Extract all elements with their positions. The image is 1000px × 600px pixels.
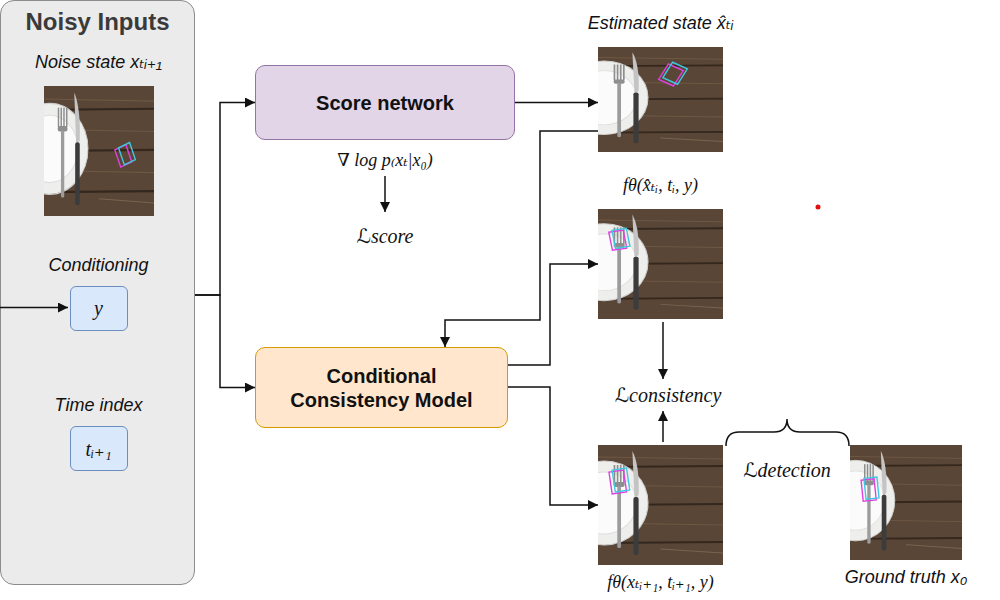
bounding-box <box>864 477 879 499</box>
photo-illustration <box>598 445 723 565</box>
photo-frame <box>598 445 723 565</box>
gradient-label: ∇ log p₍xₜ|x₀) <box>337 149 433 171</box>
input-arrow <box>0 307 68 309</box>
input-value-box: tᵢ₊₁ <box>70 426 128 471</box>
photo-frame <box>850 445 962 560</box>
photo-illustration <box>44 86 154 216</box>
input-caption: Conditioning <box>48 254 148 276</box>
curly-brace <box>726 419 849 446</box>
loss-label-text: ℒscore <box>357 225 414 247</box>
photo-image <box>598 209 723 319</box>
loss-label: ℒconsistency <box>615 383 722 407</box>
input-value: tᵢ₊₁ <box>85 437 111 461</box>
connector-arrow <box>508 264 598 365</box>
input-value-box: y <box>70 286 128 331</box>
image-caption: Noise state xₜᵢ₊₁ <box>35 49 162 75</box>
photo-illustration <box>850 445 962 560</box>
input-box: Conditioning y <box>1 254 196 331</box>
photo-frame <box>598 47 723 152</box>
photo-illustration <box>598 209 723 319</box>
loss-label-text: ℒconsistency <box>615 384 722 406</box>
photo-illustration <box>598 47 723 152</box>
process-box: Conditional Consistency Model <box>255 347 508 428</box>
photo-image <box>44 86 154 216</box>
image-caption: Estimated state x̂ₜᵢ <box>588 10 734 36</box>
input-value: y <box>94 297 103 320</box>
image-caption: Ground truth x₀ <box>845 566 968 588</box>
connector-arrow <box>445 131 598 347</box>
loss-label: ℒdetection <box>743 458 831 482</box>
gradient-label-text: ∇ log p₍xₜ|x₀) <box>337 150 433 170</box>
input-box: Time index tᵢ₊₁ <box>1 394 196 471</box>
process-box: Score network <box>255 65 515 140</box>
connector-arrow <box>508 387 598 505</box>
photo-image <box>598 445 723 565</box>
red-dot <box>816 205 821 210</box>
loss-arrow <box>662 411 664 442</box>
photo-frame <box>44 86 154 216</box>
bounding-box <box>118 143 135 165</box>
image-caption: fθ(x̂ₜᵢ, tᵢ, y) <box>623 172 698 198</box>
photo-image <box>598 47 723 152</box>
image-node: Noise state xₜᵢ₊₁ <box>1 49 196 216</box>
connector-arrow <box>515 102 598 104</box>
image-node: fθ(x̂ₜᵢ, tᵢ, y) <box>598 172 723 319</box>
bounding-box <box>659 64 683 86</box>
bounding-box <box>663 62 687 84</box>
box-label: Score network <box>316 91 454 115</box>
photo-frame <box>598 209 723 319</box>
image-caption: fθ(xₜᵢ₊₁, tᵢ₊₁, y) <box>607 571 713 593</box>
box-label: Conditional Consistency Model <box>268 364 495 412</box>
panel-title: Noisy Inputs <box>1 1 194 36</box>
image-node: Ground truth x₀ <box>850 445 962 588</box>
bounding-box <box>612 228 630 248</box>
input-caption: Time index <box>55 394 143 416</box>
connector-arrow <box>195 103 255 296</box>
photo-image <box>850 445 962 560</box>
image-node: Estimated state x̂ₜᵢ <box>598 10 723 152</box>
loss-arrow <box>384 176 386 212</box>
input-panel: Noise state xₜᵢ₊₁ Conditioning yTime index… <box>0 0 195 585</box>
loss-label: ℒscore <box>357 224 414 248</box>
loss-label-text: ℒdetection <box>743 459 831 481</box>
connector-arrow <box>195 295 255 388</box>
image-node: fθ(xₜᵢ₊₁, tᵢ₊₁, y) <box>598 445 723 593</box>
bounding-box <box>612 468 630 492</box>
loss-arrow <box>662 322 664 379</box>
